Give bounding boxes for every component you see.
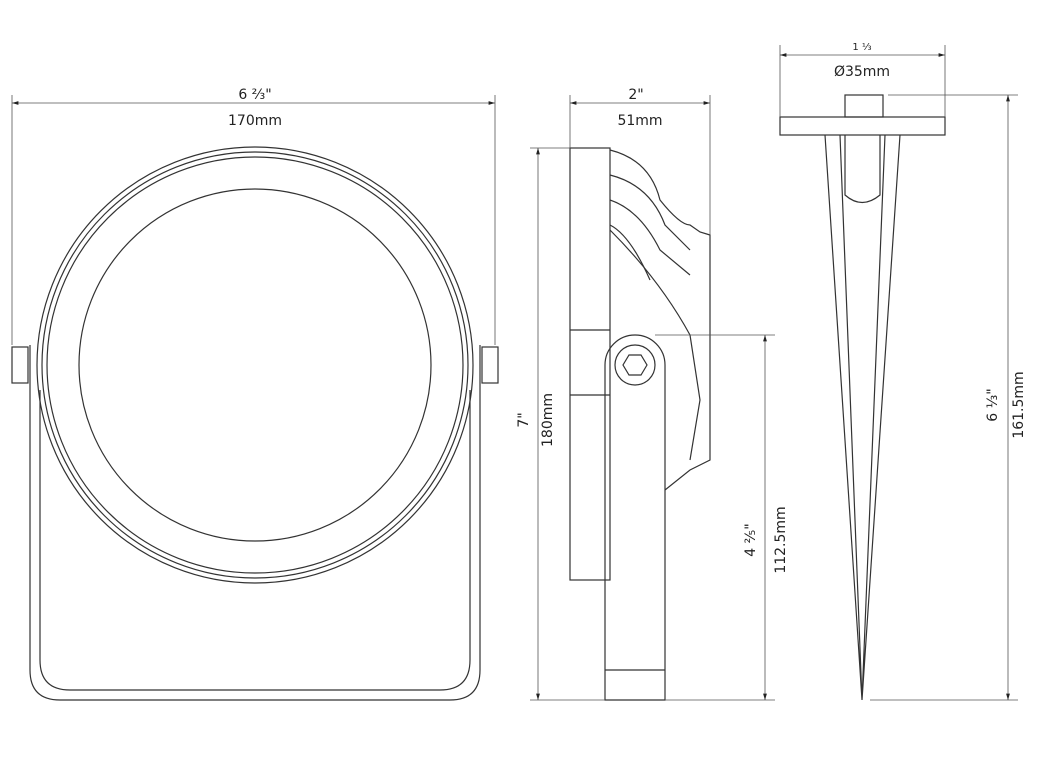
spike-height-mm: 161.5mm (1011, 371, 1027, 438)
front-width-in: 6 ⅔" (238, 87, 271, 103)
bolt-left (11, 346, 29, 384)
side-view: 2" 51mm 7" 180mm 4 ⅖" 112.5mm (516, 87, 789, 701)
spike-dia-in: 1 ⅓ (852, 42, 872, 53)
side-height-in: 7" (516, 412, 532, 427)
side-depth-mm: 51mm (617, 113, 662, 129)
hex-bolt-icon (622, 354, 648, 376)
spike-height-in: 6 ⅓" (985, 388, 1001, 421)
side-height-mm: 180mm (540, 393, 556, 447)
pivot-height-mm: 112.5mm (773, 506, 789, 573)
spike-dia-mm: Ø35mm (834, 64, 890, 80)
pivot-height-in: 4 ⅖" (743, 523, 759, 556)
ground-spike-view: 1 ⅓ Ø35mm 6 ⅓" 161.5mm (779, 42, 1027, 701)
side-depth-in: 2" (628, 87, 643, 103)
bolt-right (481, 346, 499, 384)
front-width-mm: 170mm (228, 113, 282, 129)
front-view: 6 ⅔" 170mm (11, 87, 499, 701)
